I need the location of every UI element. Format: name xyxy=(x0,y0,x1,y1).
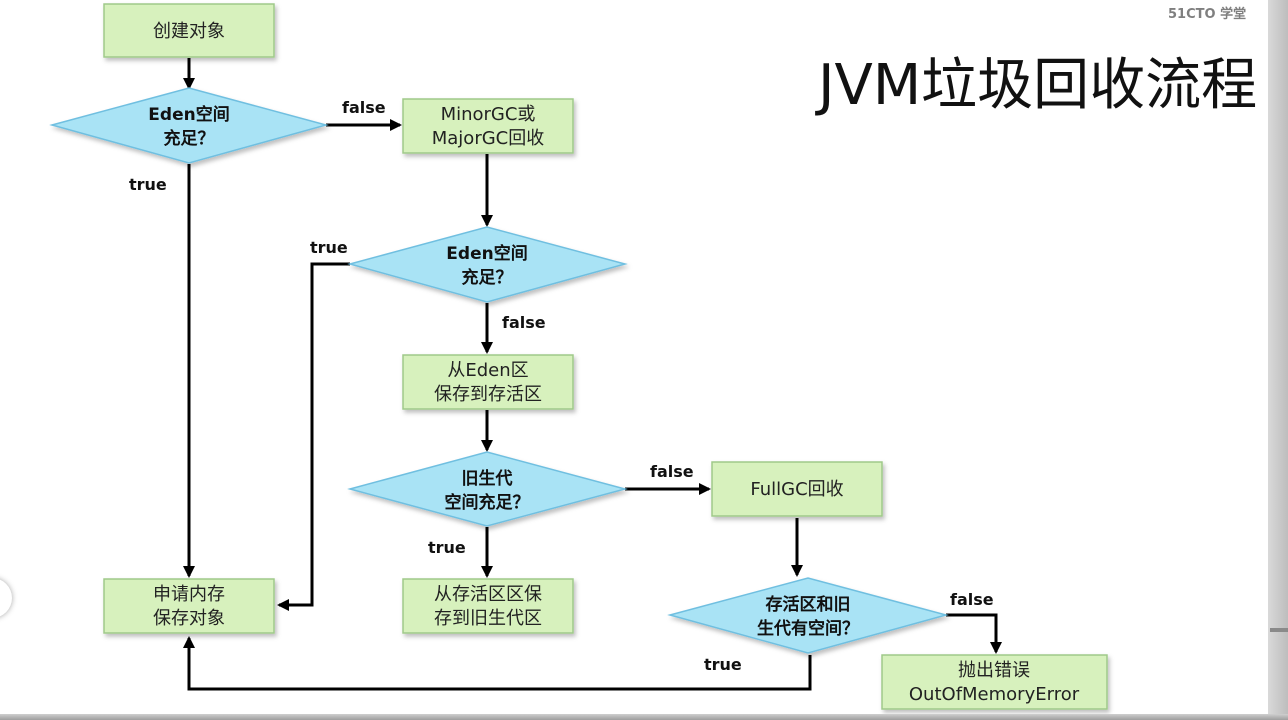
arrow-eden2-to-allocate xyxy=(277,262,350,611)
minor-gc-line2: MajorGC回收 xyxy=(432,128,545,149)
survivor-to-old-line1: 从存活区区保 xyxy=(434,584,542,605)
label-false-eden1: false xyxy=(342,98,386,117)
eden-to-survivor-line1: 从Eden区 xyxy=(447,360,528,381)
window-edge-bottom xyxy=(0,714,1288,720)
decision-eden-check-2: Eden空间 充足？ xyxy=(347,226,628,303)
allocate-memory-line2: 保存对象 xyxy=(153,608,225,629)
throw-error-line2: OutOfMemoryError xyxy=(909,684,1080,705)
edge-labels: false true true false false true false t… xyxy=(129,98,994,674)
process-box-throw-error: 抛出错误 OutOfMemoryError xyxy=(881,654,1108,710)
connectors xyxy=(183,58,1002,691)
player-control-button[interactable] xyxy=(0,578,12,618)
decision-survivor-old-check: 存活区和旧 生代有空间？ xyxy=(667,577,949,654)
label-true-check: true xyxy=(704,655,742,674)
process-box-full-gc: FullGC回收 xyxy=(711,461,883,517)
process-box-minor-gc: MinorGC或 MajorGC回收 xyxy=(402,98,574,154)
process-box-allocate-memory: 申请内存 保存对象 xyxy=(103,578,275,634)
minor-gc-line1: MinorGC或 xyxy=(441,104,536,125)
process-box-survivor-to-old: 从存活区区保 存到旧生代区 xyxy=(402,578,574,634)
allocate-memory-line1: 申请内存 xyxy=(153,584,225,605)
arrow-check-to-error xyxy=(946,613,1002,654)
label-false-oldgen: false xyxy=(650,462,694,481)
full-gc-line1: FullGC回收 xyxy=(750,479,843,500)
survivor-to-old-line2: 存到旧生代区 xyxy=(434,608,542,629)
eden-check-1-line2: 充足？ xyxy=(164,128,215,149)
label-true-eden1: true xyxy=(129,175,167,194)
eden-check-2-line2: 充足？ xyxy=(462,267,513,288)
create-object-line1: 创建对象 xyxy=(153,21,225,42)
brand-logo: 51CTO 学堂 xyxy=(1168,7,1247,22)
throw-error-line1: 抛出错误 xyxy=(958,660,1030,681)
process-box-eden-to-survivor: 从Eden区 保存到存活区 xyxy=(402,354,574,410)
eden-check-2-line1: Eden空间 xyxy=(446,243,527,264)
label-false-eden2: false xyxy=(502,313,546,332)
decision-eden-check-1: Eden空间 充足？ xyxy=(49,87,329,164)
eden-to-survivor-line2: 保存到存活区 xyxy=(434,384,542,405)
process-box-create-object: 创建对象 xyxy=(103,3,275,58)
label-true-eden2: true xyxy=(310,238,348,257)
slide-title: JVM垃圾回收流程 xyxy=(818,53,1258,118)
survivor-old-check-line1: 存活区和旧 xyxy=(766,594,851,615)
eden-check-1-line1: Eden空间 xyxy=(148,104,229,125)
scroll-tick xyxy=(1270,628,1288,632)
arrow-check-to-allocate xyxy=(183,636,812,691)
label-false-check: false xyxy=(950,590,994,609)
label-true-oldgen: true xyxy=(428,538,466,557)
old-gen-check-line1: 旧生代 xyxy=(462,468,513,489)
decision-old-gen-check: 旧生代 空间充足？ xyxy=(347,451,628,527)
survivor-old-check-line2: 生代有空间？ xyxy=(757,618,859,639)
old-gen-check-line2: 空间充足？ xyxy=(445,492,530,513)
window-edge-right xyxy=(1268,0,1288,720)
